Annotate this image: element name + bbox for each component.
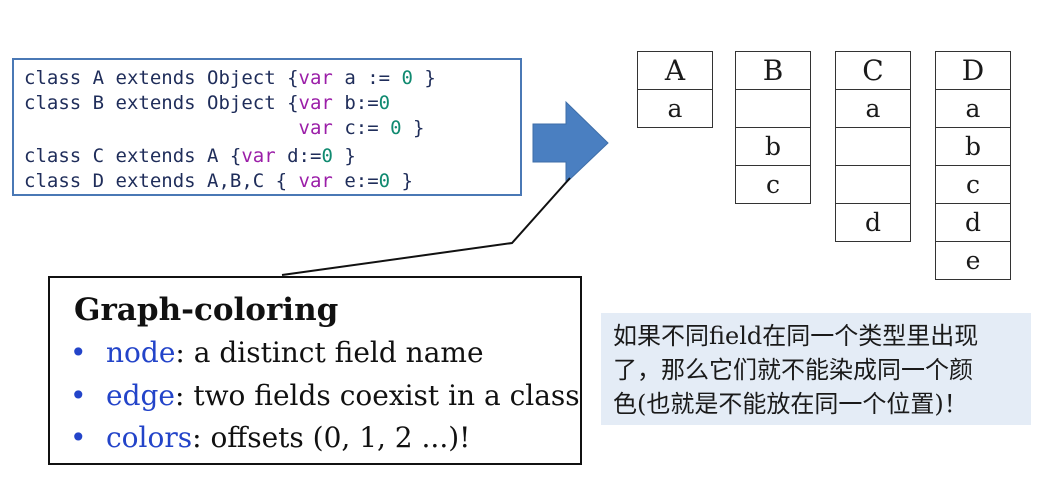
code-text: class D extends A,B,C { xyxy=(24,170,299,192)
empty-cell xyxy=(835,127,911,166)
bullet-text: : two fields coexist in a class xyxy=(175,379,580,412)
callout-line xyxy=(281,177,571,276)
code-text: } xyxy=(390,170,413,192)
code-text: c:= xyxy=(332,117,391,139)
field-cell: a xyxy=(637,89,713,128)
note-line: 了，那么它们就不能染成同一个颜 xyxy=(613,356,973,384)
table-header: A xyxy=(637,51,713,90)
bullet-text: : a distinct field name xyxy=(175,336,484,369)
field-cell: a xyxy=(935,89,1011,128)
field-cell: e xyxy=(935,241,1011,280)
table-header: B xyxy=(735,51,811,90)
code-text: a := xyxy=(332,67,402,89)
note-line: 如果不同field在同一个类型里出现 xyxy=(613,322,979,350)
bullet-text: : offsets (0, 1, 2 ...)! xyxy=(192,421,471,454)
field-cell: b xyxy=(935,127,1011,166)
code-text: } xyxy=(412,67,436,89)
bullet-icon: • xyxy=(70,336,87,369)
note-line: 色(也就是不能放在同一个位置)！ xyxy=(613,390,968,418)
graph-coloring-box: Graph-coloring • node: a distinct field n… xyxy=(48,276,582,465)
code-text: class C extends A { xyxy=(24,145,242,167)
code-line-1: class A extends Object {var a := 0 } xyxy=(24,66,436,91)
code-line-4: class C extends A {var d:=0 } xyxy=(24,144,356,169)
bullet-term: edge xyxy=(106,379,175,412)
code-keyword: var xyxy=(241,145,276,167)
empty-cell xyxy=(735,89,811,128)
code-text: } xyxy=(401,117,425,139)
field-cell: b xyxy=(735,127,811,166)
code-number: 0 xyxy=(390,117,402,139)
field-cell: c xyxy=(935,165,1011,204)
code-text: e:= xyxy=(332,170,379,192)
code-text: d:= xyxy=(275,145,322,167)
bullet-item-node: • node: a distinct field name xyxy=(70,336,484,369)
code-keyword: var xyxy=(298,67,333,89)
bullet-term: node xyxy=(106,336,176,369)
code-number: 0 xyxy=(378,170,391,192)
note-box: 如果不同field在同一个类型里出现 了，那么它们就不能染成同一个颜 色(也就是… xyxy=(601,313,1031,425)
field-cell: d xyxy=(935,203,1011,242)
code-number: 0 xyxy=(321,145,333,167)
code-keyword: var xyxy=(298,170,333,192)
field-cell: d xyxy=(835,203,911,242)
code-text: class B extends Object { xyxy=(24,92,299,114)
code-keyword: var xyxy=(298,92,333,114)
code-line-2: class B extends Object {var b:=0 xyxy=(24,91,390,116)
bullet-item-colors: • colors: offsets (0, 1, 2 ...)! xyxy=(70,421,470,454)
table-header: C xyxy=(835,51,911,90)
code-line-3: var c:= 0 } xyxy=(24,116,425,141)
bullet-term: colors xyxy=(106,421,193,454)
code-keyword: var xyxy=(298,117,333,139)
code-number: 0 xyxy=(378,92,391,114)
bullet-item-edge: • edge: two fields coexist in a class xyxy=(70,379,580,412)
code-number: 0 xyxy=(401,67,413,89)
right-arrow-icon xyxy=(532,100,609,185)
code-text: class A extends Object { xyxy=(24,67,299,89)
field-cell: a xyxy=(835,89,911,128)
table-header: D xyxy=(935,51,1011,90)
empty-cell xyxy=(835,165,911,204)
bullet-icon: • xyxy=(70,421,87,454)
bullet-icon: • xyxy=(70,379,87,412)
code-text: b:= xyxy=(332,92,379,114)
graph-coloring-title: Graph-coloring xyxy=(74,292,339,328)
code-line-5: class D extends A,B,C { var e:=0 } xyxy=(24,169,413,194)
field-cell: c xyxy=(735,165,811,204)
code-text: } xyxy=(332,145,356,167)
code-box: class A extends Object {var a := 0 } cla… xyxy=(12,58,522,196)
